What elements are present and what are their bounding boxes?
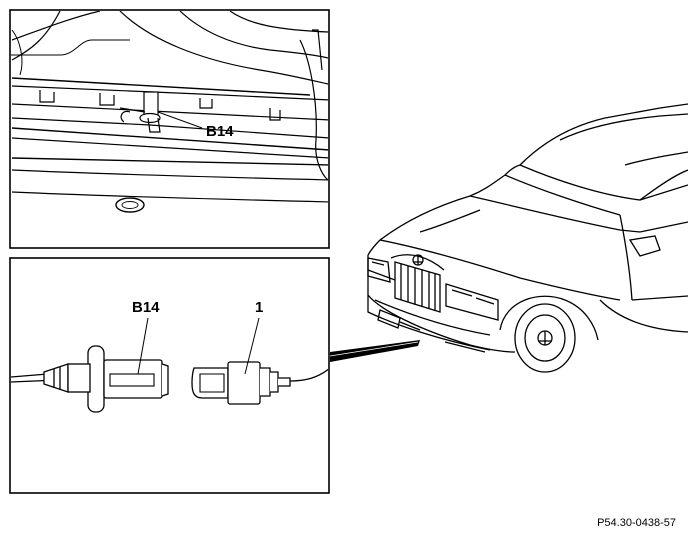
sensor-label-bottom: B14 — [132, 299, 160, 316]
sensor-label-top: B14 — [206, 123, 234, 140]
top-detail-panel: B14 — [9, 9, 330, 249]
connector-label: 1 — [255, 299, 263, 316]
bottom-detail-panel: B14 1 — [9, 257, 330, 494]
car-illustration — [367, 103, 688, 373]
figure-code: P54.30-0438-57 — [597, 517, 676, 529]
detail-pointer — [330, 340, 420, 362]
